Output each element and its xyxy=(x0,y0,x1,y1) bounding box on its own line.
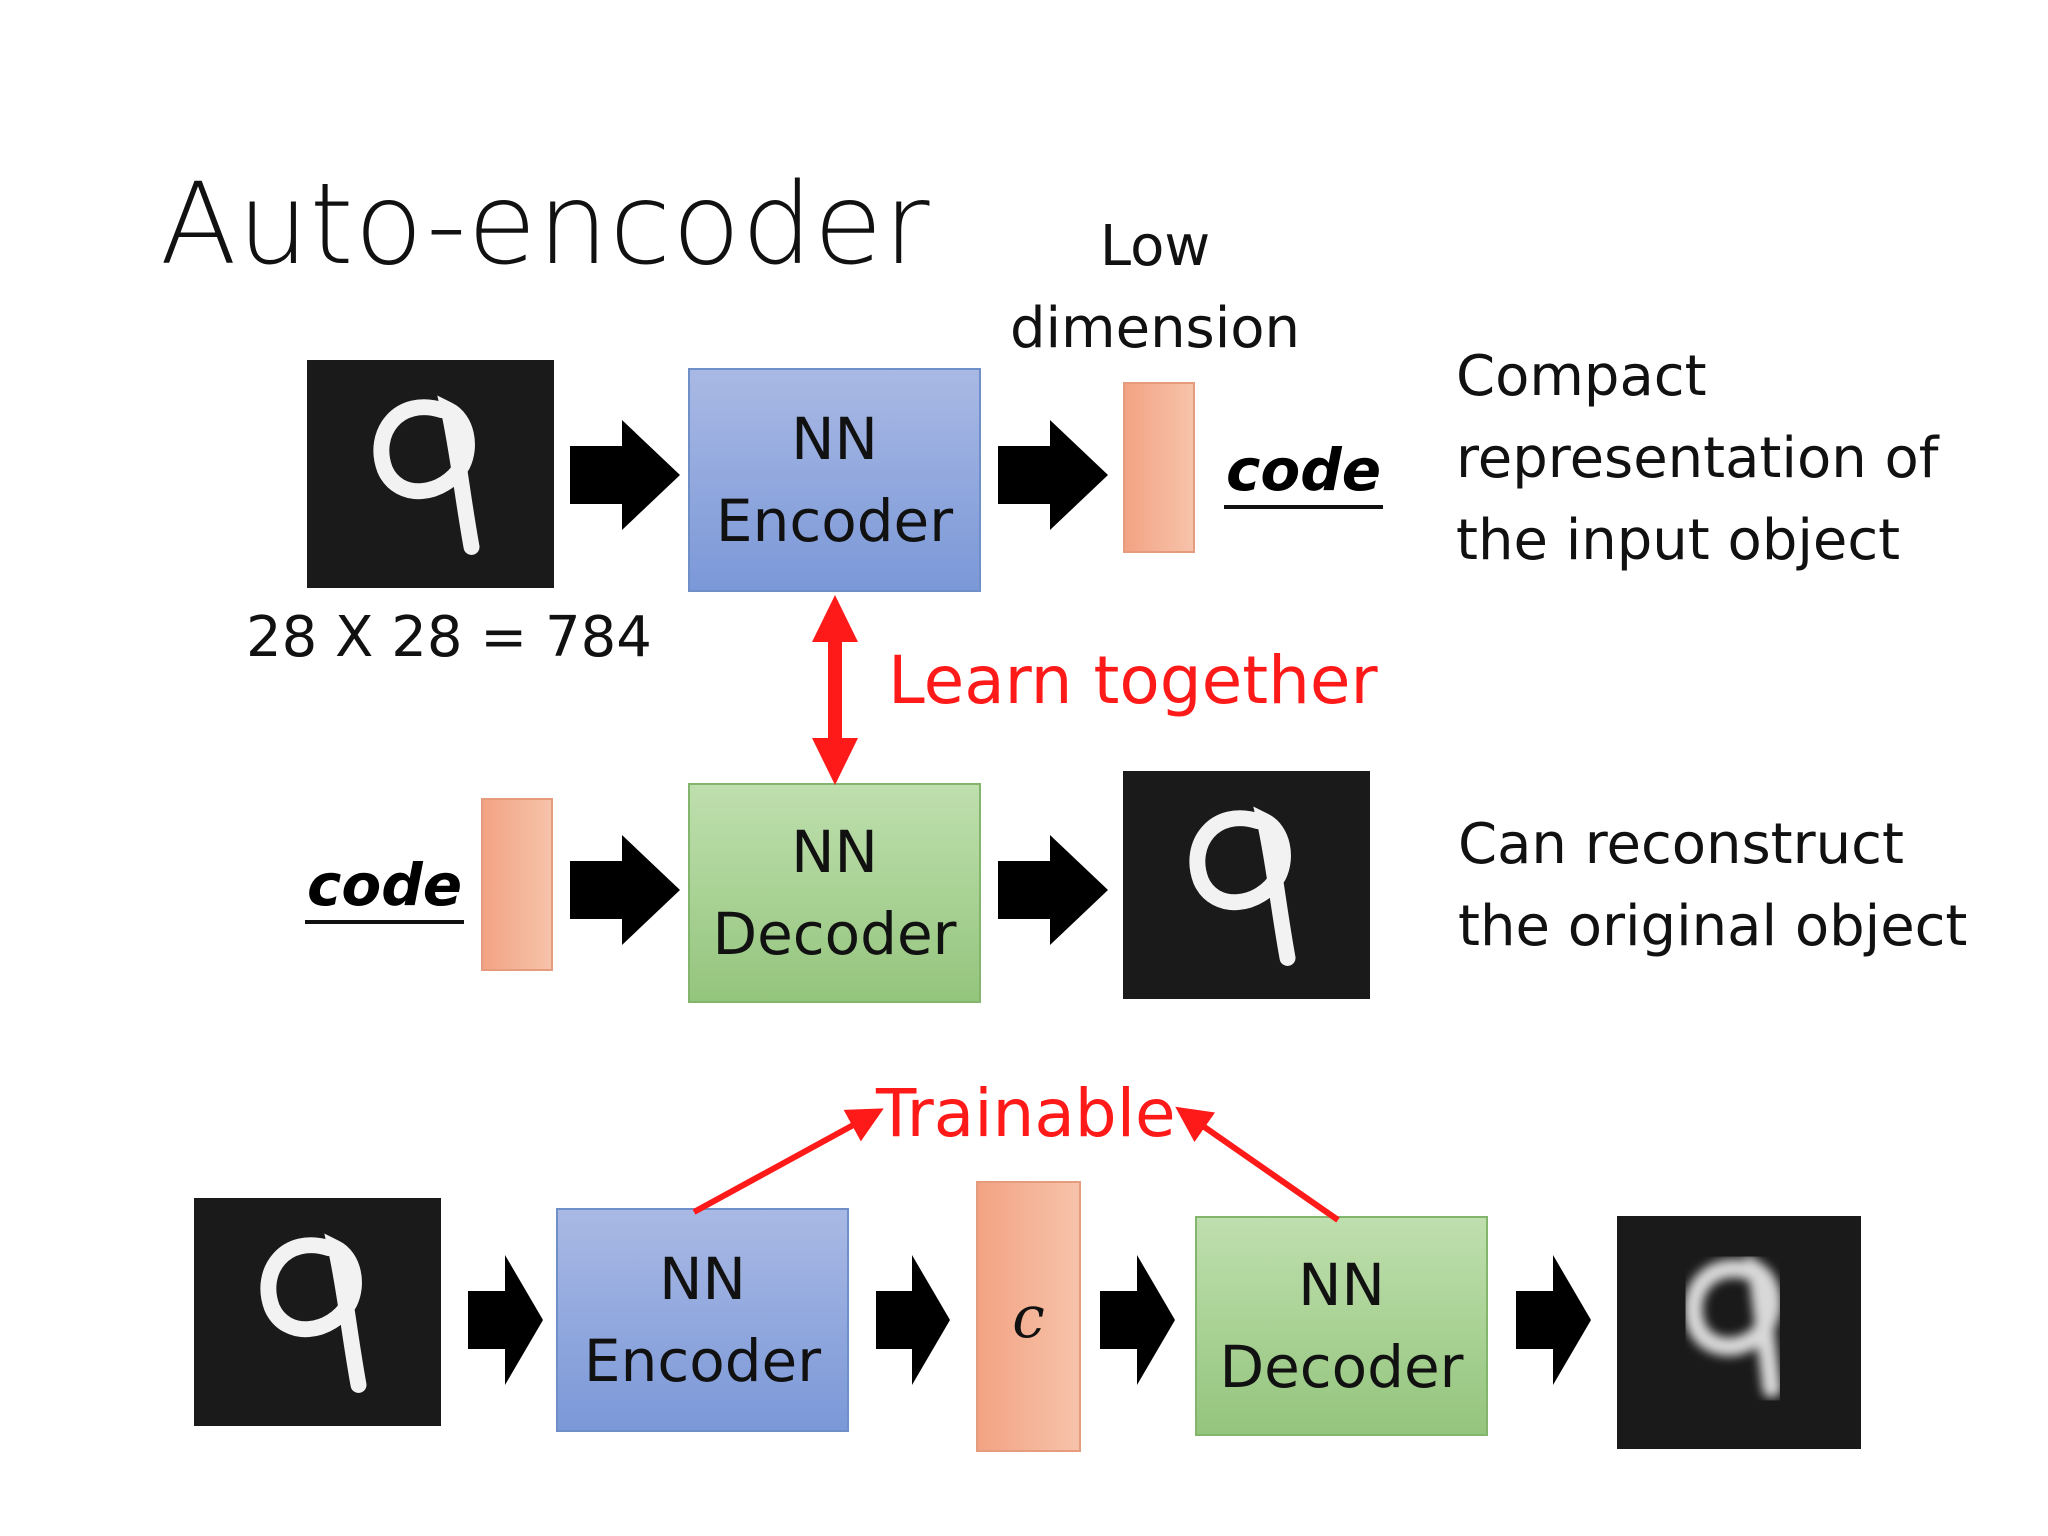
pipeline-encoder-line2: Encoder xyxy=(583,1327,822,1395)
reconstructed-digit-image xyxy=(1123,771,1370,999)
compact-line2: representation of xyxy=(1456,426,1939,491)
arrow-row3-a xyxy=(468,1255,543,1385)
digit-nine-glyph xyxy=(260,1233,367,1393)
compact-line1: Compact xyxy=(1456,344,1707,409)
encoder-box: NN Encoder xyxy=(688,368,981,592)
pipeline-encoder-line1: NN xyxy=(659,1245,746,1313)
decoder-box: NN Decoder xyxy=(688,783,981,1003)
arrow-row1-b xyxy=(998,420,1108,530)
decoder-label-line2: Decoder xyxy=(712,900,957,968)
arrow-row2-a xyxy=(570,835,680,945)
pipeline-decoder-box: NN Decoder xyxy=(1195,1216,1488,1436)
page-title: Auto-encoder xyxy=(160,160,931,290)
learn-together-label: Learn together xyxy=(888,642,1378,719)
arrow-row2-b xyxy=(998,835,1108,945)
arrow-row3-d xyxy=(1516,1255,1591,1385)
digit-nine-glyph xyxy=(1189,806,1296,966)
code-label-top: code xyxy=(1224,435,1384,509)
blurry-digit-nine-glyph xyxy=(1684,1252,1782,1398)
encoder-label-line2: Encoder xyxy=(715,487,954,555)
digit-nine-glyph xyxy=(373,395,480,555)
trainable-label: Trainable xyxy=(876,1075,1176,1152)
low-dimension-line2: dimension xyxy=(1009,296,1301,361)
reconstruct-description: Can reconstruct the original object xyxy=(1458,804,1967,968)
compact-description: Compact representation of the input obje… xyxy=(1456,336,1938,582)
pipeline-code-bar: c xyxy=(976,1181,1081,1452)
compact-line3: the input object xyxy=(1456,508,1901,573)
pipeline-decoder-line2: Decoder xyxy=(1219,1333,1464,1401)
pipeline-encoder-box: NN Encoder xyxy=(556,1208,849,1432)
arrow-row1-a xyxy=(570,420,680,530)
input-digit-image xyxy=(307,360,554,588)
pipeline-output-image xyxy=(1617,1216,1861,1449)
pipeline-input-image xyxy=(194,1198,441,1426)
input-size-label: 28 X 28 = 784 xyxy=(246,605,652,670)
trainable-pointer-decoder xyxy=(1175,1106,1340,1223)
learn-together-arrow xyxy=(812,595,858,785)
low-dimension-line1: Low xyxy=(1099,214,1211,279)
low-dimension-label: Low dimension xyxy=(1000,206,1310,370)
trainable-pointer-encoder xyxy=(692,1108,884,1215)
code-bar-middle xyxy=(481,798,553,971)
arrow-row3-b xyxy=(876,1255,950,1385)
pipeline-decoder-line1: NN xyxy=(1298,1251,1385,1319)
decoder-label-line1: NN xyxy=(791,818,878,886)
reconstruct-line1: Can reconstruct xyxy=(1458,812,1904,877)
encoder-label-line1: NN xyxy=(791,405,878,473)
arrow-row3-c xyxy=(1100,1255,1175,1385)
reconstruct-line2: the original object xyxy=(1458,894,1968,959)
code-symbol: c xyxy=(1012,1282,1045,1351)
code-bar-top xyxy=(1123,382,1195,553)
code-label-middle: code xyxy=(305,850,465,924)
